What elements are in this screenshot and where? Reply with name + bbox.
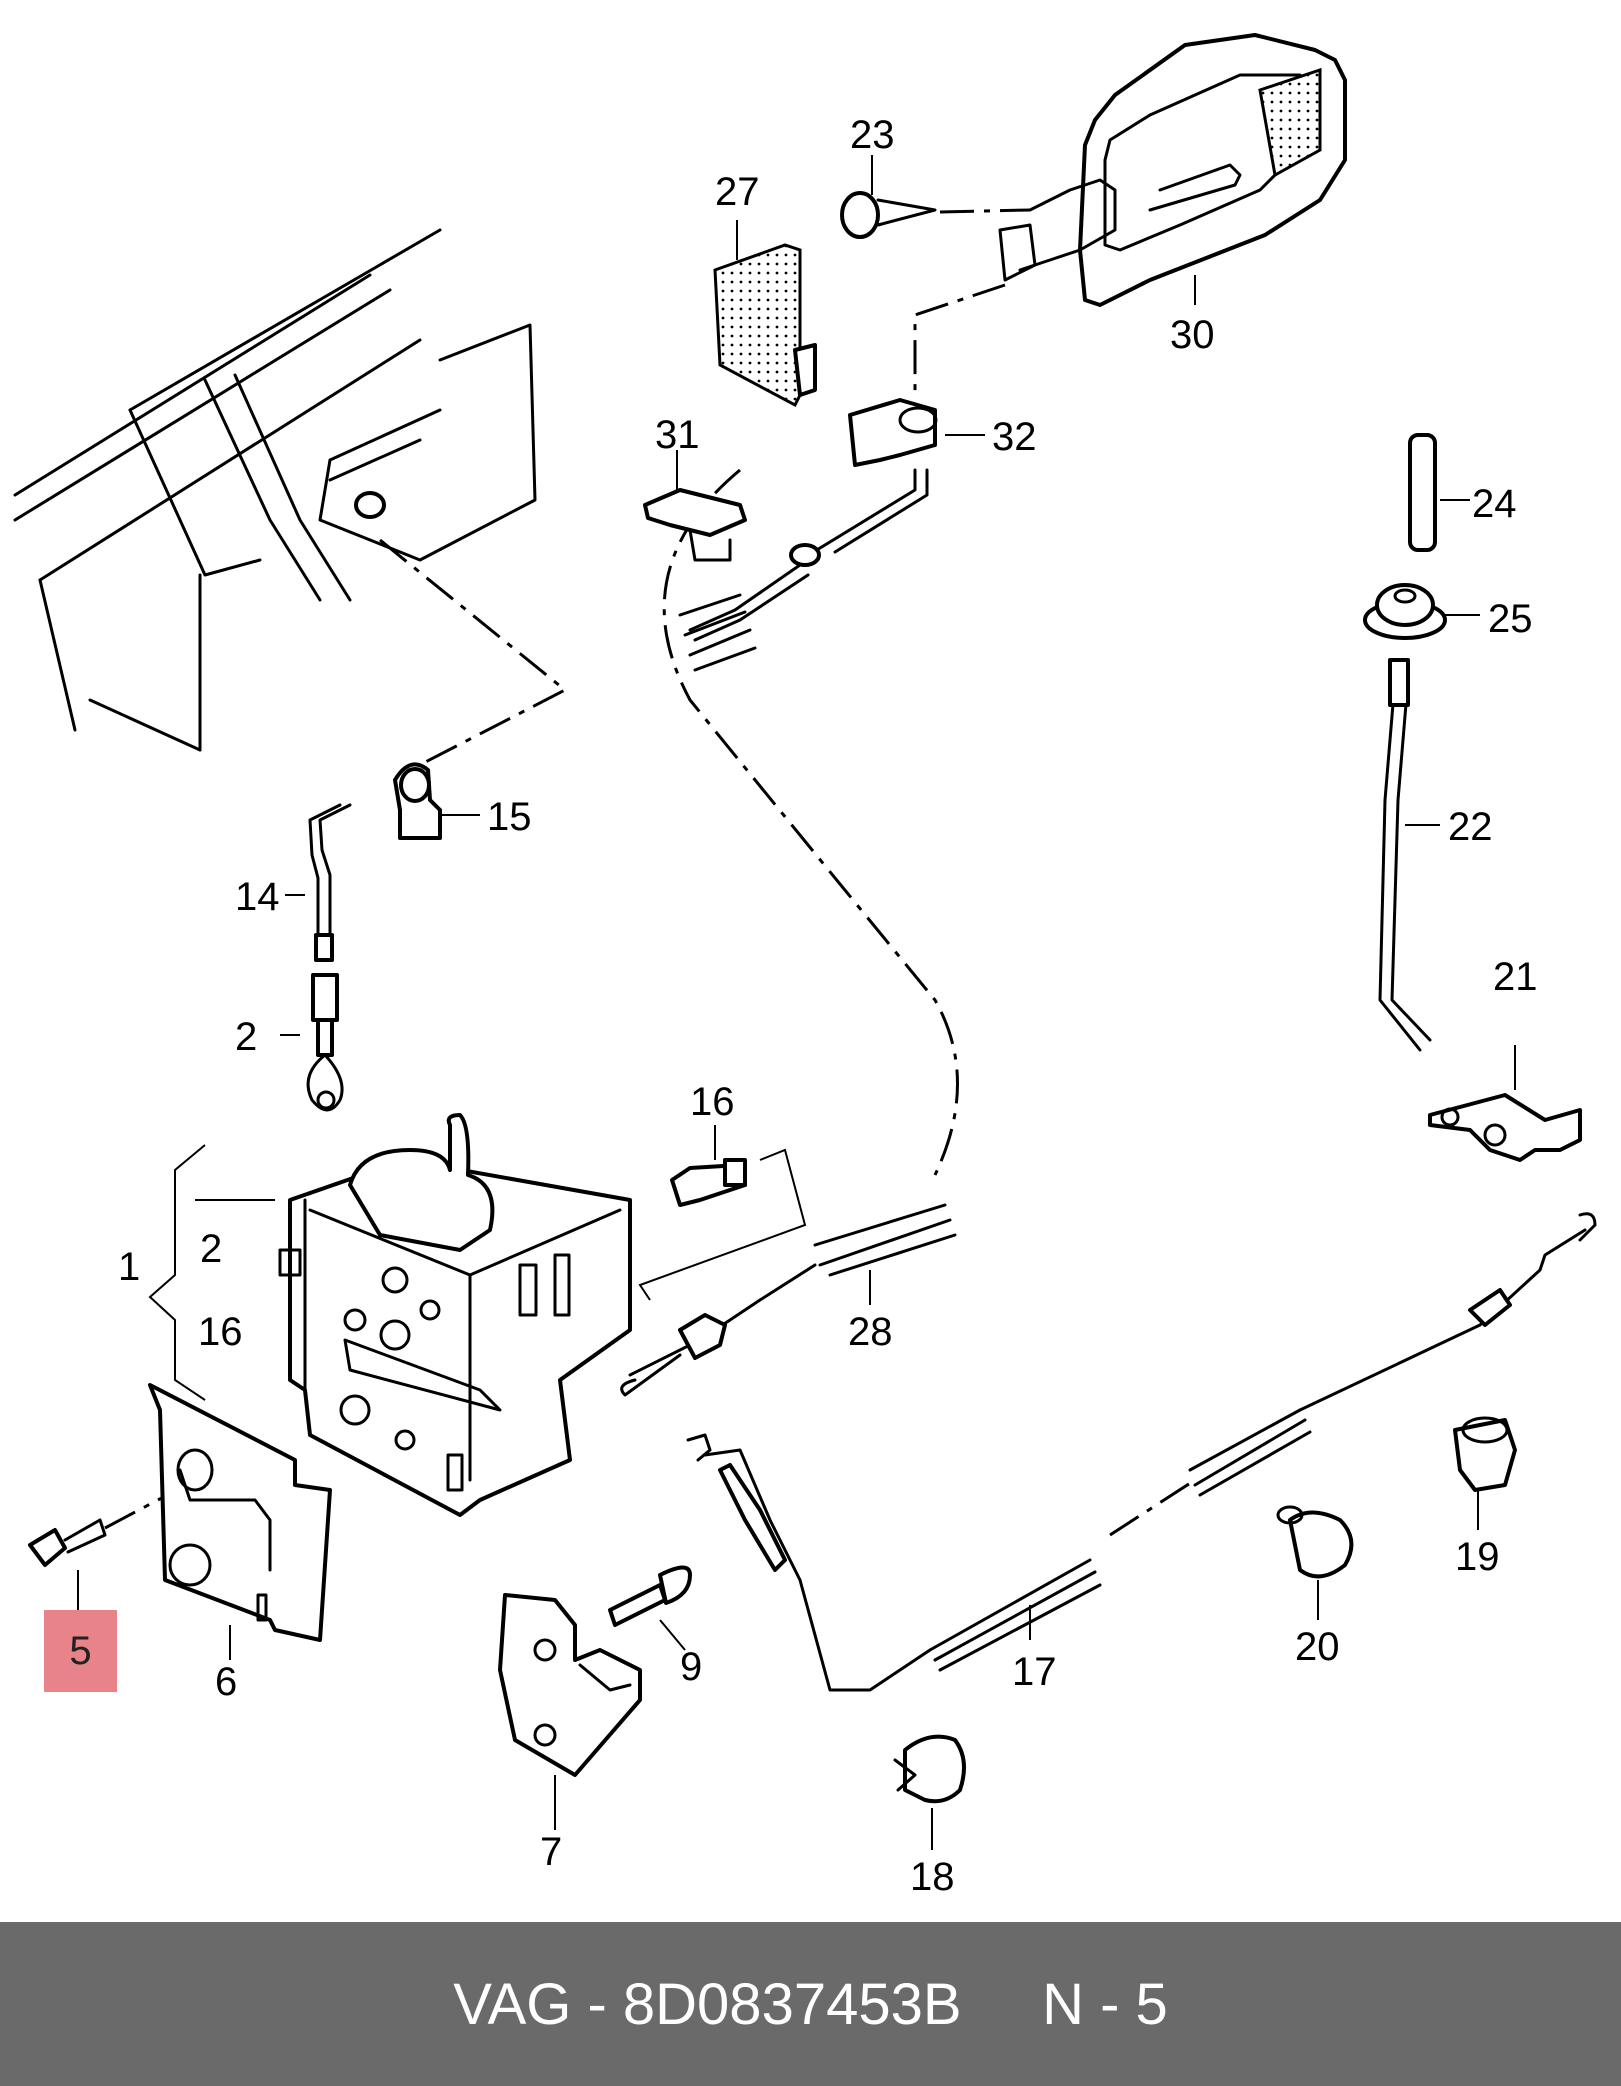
cable-part-28 [620,468,959,1397]
clip-part-19 [1453,1416,1517,1530]
label-14: 14 [235,875,280,919]
label-6: 6 [215,1660,237,1704]
part-number-caption: VAG - 8D0837453B N - 5 [453,1971,1168,2037]
door-frame-drawing [13,228,568,772]
pad-part-27 [713,220,817,408]
label-16: 16 [690,1080,735,1124]
bracket-part-21 [1428,1045,1582,1162]
label-27: 27 [715,170,760,214]
connector-part-2 [280,973,344,1112]
clip-part-18 [893,1734,966,1850]
label-17: 17 [1012,1650,1057,1694]
switch-part-16 [638,1125,807,1301]
door-lock-part-1 [148,1113,632,1517]
label-5-highlighted: 5 [69,1629,92,1673]
label-31: 31 [655,413,700,457]
label-2: 2 [235,1015,257,1059]
label-15: 15 [487,795,532,839]
label-1: 1 [118,1245,140,1289]
label-19: 19 [1455,1535,1500,1579]
clip-part-15 [393,762,480,840]
label-9: 9 [680,1645,702,1689]
parts-diagram: 1 2 16 2 6 7 9 14 15 16 17 18 19 20 21 2… [13,33,1597,1899]
label-30: 30 [1170,313,1215,357]
clip-part-20 [1276,1505,1354,1620]
label-16-lock: 16 [198,1310,243,1354]
label-22: 22 [1448,805,1493,849]
bolt-part-5 [28,1473,206,1610]
label-2-lock: 2 [200,1227,222,1271]
footer-bar: VAG - 8D0837453B N - 5 [0,1922,1621,2086]
handle-part-30 [998,33,1347,307]
callout-labels: 1 2 16 2 6 7 9 14 15 16 17 18 19 20 21 2… [118,113,1538,1899]
label-28: 28 [848,1310,893,1354]
pin-part-24 [1408,433,1470,552]
highlighted-part-box [44,1610,117,1692]
screw-part-23 [840,155,1031,239]
label-7: 7 [540,1830,562,1874]
rod-part-22 [1378,658,1440,1052]
bolt-part-9 [608,1565,692,1651]
grommet-part-25 [1363,583,1480,640]
label-20: 20 [1295,1625,1340,1669]
clip-part-32 [678,283,1006,672]
plate-part-6 [148,1383,332,1660]
label-18: 18 [910,1855,955,1899]
bracket-part-31 [643,450,747,562]
label-25: 25 [1488,597,1533,641]
striker-part-7 [498,1593,642,1830]
cable-part-17 [686,1212,1597,1692]
label-24: 24 [1472,482,1517,526]
label-32: 32 [992,415,1037,459]
label-21: 21 [1493,955,1538,999]
rod-part-14 [285,803,352,962]
label-23: 23 [850,113,895,157]
